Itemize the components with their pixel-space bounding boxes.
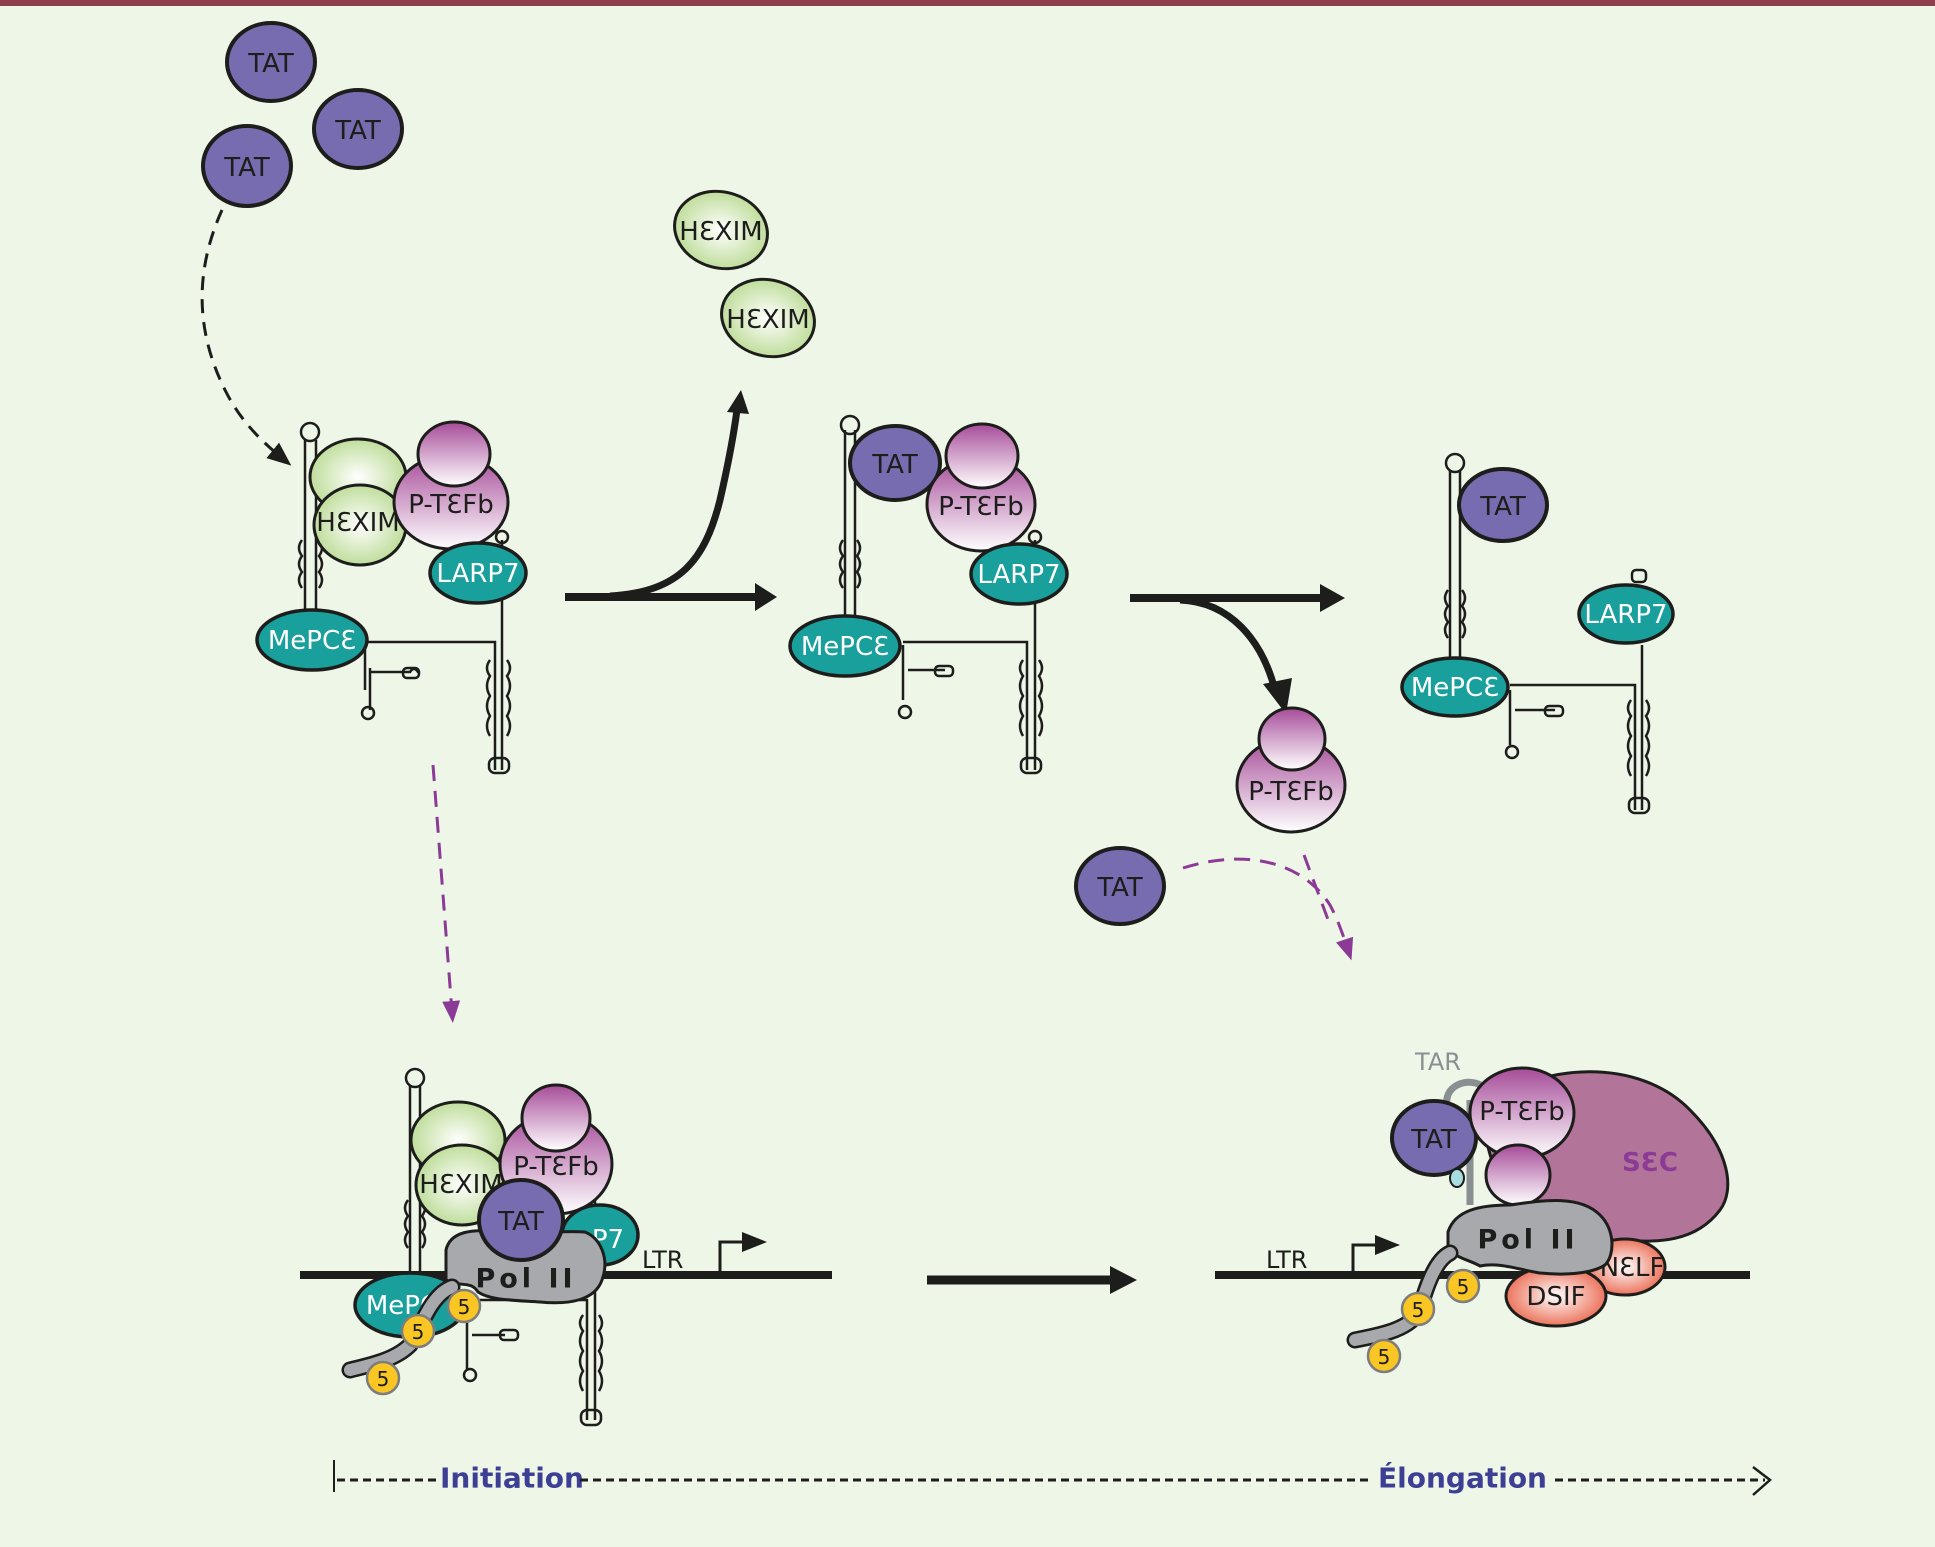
tat-protein: TAT: [1457, 467, 1549, 543]
hexim-label: HƐXIM: [726, 305, 809, 335]
complex-7sk-core: TAT LARP7 MePCƐ: [1400, 452, 1675, 815]
ser5-label: 5: [412, 1320, 425, 1344]
tat-protein: TAT: [477, 1178, 565, 1262]
purple-dashed-arrow-ptefb-elongation: [1302, 854, 1332, 926]
larp7-protein: LARP7: [428, 541, 528, 605]
ptefb-label: P-TƐFb: [408, 490, 493, 520]
tat-label: TAT: [223, 153, 270, 183]
tat-label: TAT: [497, 1207, 544, 1237]
arrow-hexim-release: [565, 390, 777, 611]
hexim-protein: HƐXIM: [312, 483, 408, 567]
tat-protein: TAT: [1390, 1099, 1478, 1177]
timeline: Initiation Élongation: [333, 1460, 1772, 1496]
tat-cofactor-blob: [1449, 1168, 1465, 1188]
tat-protein: TAT: [848, 424, 942, 502]
mepce-protein: MePCƐ: [1400, 656, 1510, 718]
ptefb-label: P-TƐFb: [1248, 777, 1333, 807]
timeline-arrowhead-icon: [1752, 1466, 1772, 1496]
timeline-elongation-label: Élongation: [1378, 1461, 1547, 1495]
arrow-ptefb-release: [1130, 584, 1345, 714]
pol2-enzyme: Pol II: [1446, 1199, 1614, 1276]
tss-arrow-icon: [718, 1232, 767, 1271]
ser5-label: 5: [1412, 1298, 1425, 1322]
tat-protein: TAT: [201, 124, 293, 208]
tat-protein: TAT: [312, 88, 404, 170]
tat-protein: TAT: [1074, 846, 1166, 926]
larp7-protein: LARP7: [969, 542, 1069, 606]
tat-label: TAT: [1479, 492, 1526, 522]
ptefb-protein: P-TƐFb: [392, 420, 510, 551]
hexim-label: HƐXIM: [679, 217, 762, 247]
hexim-protein: HƐXIM: [720, 277, 816, 359]
arrow-initiation-to-elongation: [927, 1266, 1137, 1294]
ptefb-label: P-TƐFb: [938, 492, 1023, 522]
tat-label: TAT: [871, 450, 918, 480]
tar-label: TAR: [1414, 1048, 1461, 1076]
ptefb-label: P-TƐFb: [513, 1152, 598, 1182]
mepce-label: MePCƐ: [1411, 673, 1499, 703]
free-tat-group: TAT TAT TAT: [201, 21, 404, 208]
tat-label: TAT: [1410, 1125, 1457, 1155]
tat-label: TAT: [1096, 873, 1143, 903]
7sk-rna: [1443, 452, 1651, 815]
dsif-protein: DSIF: [1504, 1264, 1608, 1328]
pol2-label: Pol II: [475, 1264, 576, 1295]
ser5-phospho-badge: 5: [365, 1360, 401, 1396]
ptefb-protein: P-TƐFb: [1468, 1066, 1576, 1207]
larp7-protein: LARP7: [1577, 583, 1675, 645]
mepce-label: MePCƐ: [801, 632, 889, 662]
complex-7sk-tat: TAT P-TƐFb LARP7 MePCƐ: [788, 414, 1069, 775]
ser5-phospho-badge: 5: [1445, 1268, 1481, 1304]
pol2-label: Pol II: [1477, 1225, 1578, 1256]
initiation-complex: HƐXIM P-TƐFb P7 LTR MePC Pol II T: [300, 1067, 832, 1427]
ser5-label: 5: [1457, 1275, 1470, 1299]
dashed-arrow-tat-binding: [200, 209, 292, 466]
larp7-label: LARP7: [1584, 600, 1667, 630]
tat-label: TAT: [247, 49, 294, 79]
released-hexim-group: HƐXIM HƐXIM: [673, 189, 816, 359]
ser5-phospho-badge: 5: [446, 1288, 482, 1324]
released-ptefb: P-TƐFb: [1235, 706, 1347, 834]
pol2-enzyme: Pol II: [444, 1229, 607, 1305]
ser5-phospho-badge: 5: [1400, 1291, 1436, 1327]
larp7-label: LARP7: [977, 560, 1060, 590]
ptefb-protein: P-TƐFb: [925, 422, 1037, 553]
tss-arrow-icon: [1351, 1235, 1400, 1272]
timeline-initiation-label: Initiation: [440, 1462, 584, 1495]
complex-7sk-hexim: HƐXIM P-TƐFb LARP7 MePCƐ: [255, 420, 528, 775]
elongation-complex: SƐC TAR TAT P-TƐFb LTR NƐLF: [1215, 1048, 1750, 1374]
dsif-label: DSIF: [1526, 1282, 1585, 1312]
mepce-protein: MePCƐ: [788, 614, 902, 678]
purple-dashed-arrow-initiation: [431, 764, 461, 1023]
hexim-label: HƐXIM: [316, 508, 399, 538]
top-border-bar: [0, 0, 1935, 6]
mepce-protein: MePCƐ: [255, 608, 369, 672]
ptefb-label: P-TƐFb: [1479, 1097, 1564, 1127]
tat-protein: TAT: [225, 21, 317, 103]
ser5-phospho-badge: 5: [1366, 1338, 1402, 1374]
ser5-label: 5: [377, 1367, 390, 1391]
ltr-label: LTR: [1266, 1246, 1307, 1274]
larp7-label: LARP7: [436, 559, 519, 589]
ser5-label: 5: [458, 1295, 471, 1319]
ser5-phospho-badge: 5: [400, 1313, 436, 1349]
ser5-label: 5: [1378, 1345, 1391, 1369]
sec-label: SƐC: [1622, 1148, 1678, 1178]
ltr-label: LTR: [642, 1246, 683, 1274]
hexim-protein: HƐXIM: [673, 189, 769, 271]
mepce-label: MePCƐ: [268, 626, 356, 656]
tat-label: TAT: [334, 116, 381, 146]
